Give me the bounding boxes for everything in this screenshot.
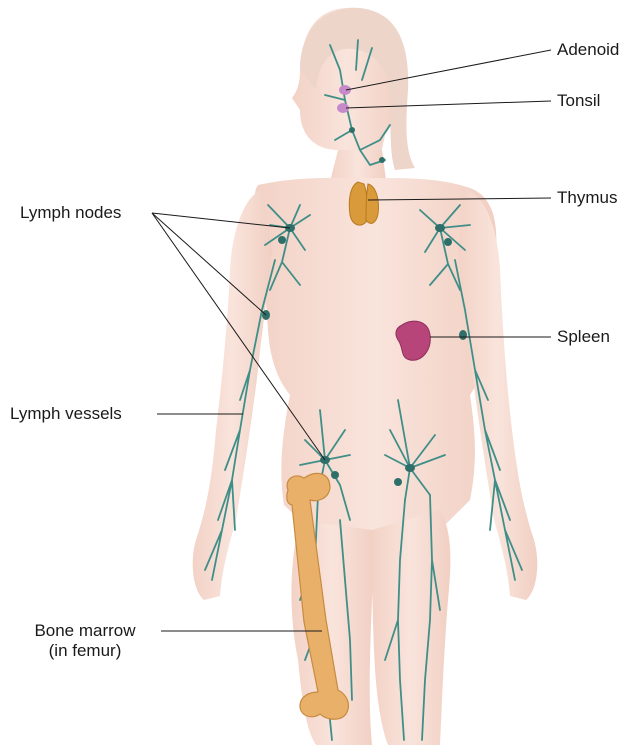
adenoid-organ xyxy=(339,85,351,95)
lymph-node xyxy=(405,464,415,472)
label-thymus: Thymus xyxy=(557,188,617,208)
label-bone-marrow-line1: Bone marrow xyxy=(12,621,158,641)
lymph-node xyxy=(379,157,385,163)
body-silhouette xyxy=(193,8,538,745)
lymph-node xyxy=(278,236,286,244)
label-adenoid: Adenoid xyxy=(557,40,619,60)
label-lymph-vessels: Lymph vessels xyxy=(10,404,122,424)
label-spleen: Spleen xyxy=(557,327,610,347)
lymph-node xyxy=(435,224,445,232)
lymph-node xyxy=(349,127,355,133)
arm-left xyxy=(193,190,272,600)
lymph-node xyxy=(394,478,402,486)
leg-right xyxy=(372,510,450,745)
lymph-node xyxy=(459,330,467,340)
label-tonsil: Tonsil xyxy=(557,91,600,111)
label-lymph-nodes: Lymph nodes xyxy=(20,203,121,223)
label-bone-marrow-line2: (in femur) xyxy=(12,641,158,661)
thymus-organ xyxy=(349,182,378,225)
neck xyxy=(330,150,386,182)
lymph-node xyxy=(331,471,339,479)
lymph-node xyxy=(444,238,452,246)
label-bone-marrow: Bone marrow (in femur) xyxy=(12,621,158,661)
